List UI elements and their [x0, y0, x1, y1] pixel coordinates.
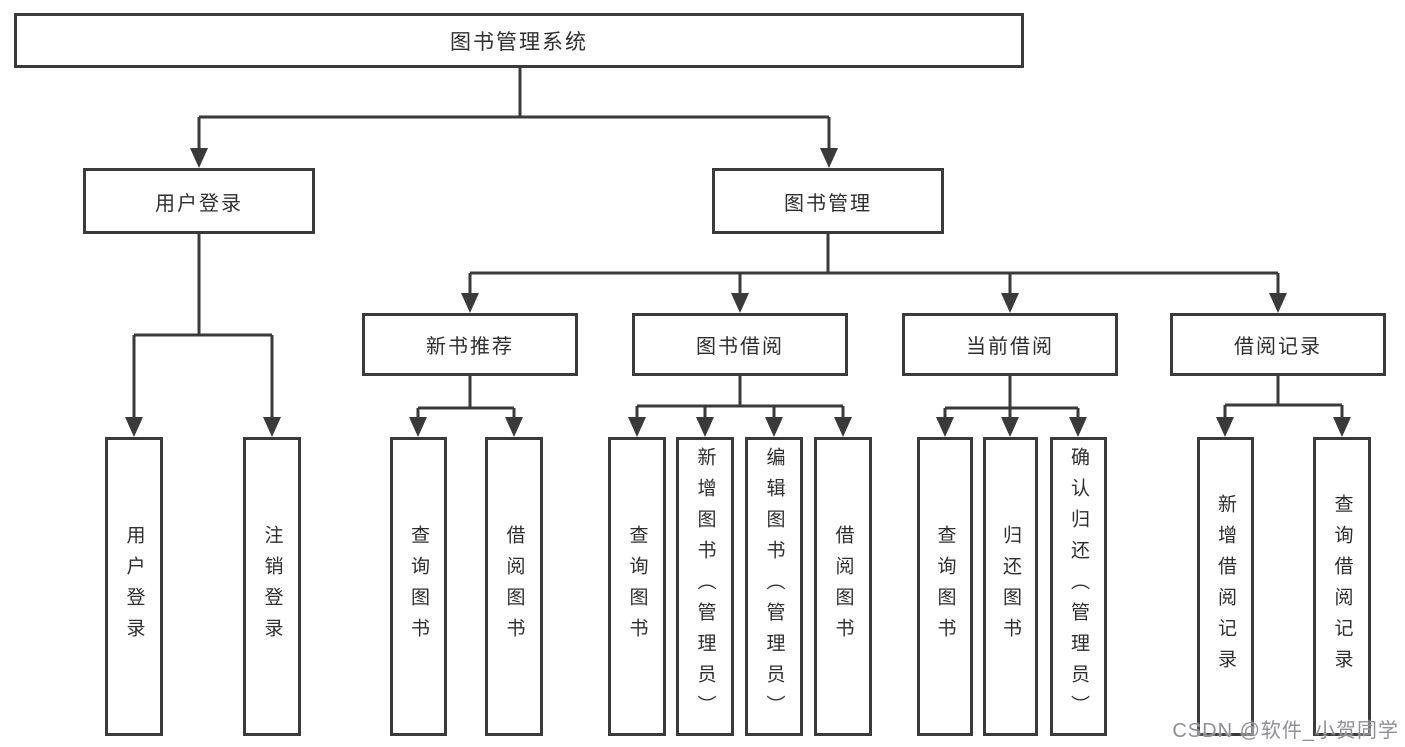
leaf-label: 确认归还（管理员） [1068, 447, 1089, 726]
leaf-label: 查询图书 [408, 524, 429, 649]
node-library-management-system: 图书管理系统 [14, 13, 1024, 68]
node-label: 当前借阅 [966, 336, 1054, 358]
node-label: 借阅记录 [1234, 336, 1322, 358]
node-label: 图书管理 [784, 192, 872, 215]
node-book-management: 图书管理 [712, 168, 944, 234]
leaf-add-books-admin: 新增图书（管理员） [676, 437, 734, 736]
node-label: 图书借阅 [696, 336, 784, 358]
leaf-edit-books-admin: 编辑图书（管理员） [745, 437, 803, 736]
leaf-logout: 注销登录 [243, 437, 301, 736]
leaf-label: 查询借阅记录 [1331, 493, 1353, 680]
leaf-label: 查询图书 [626, 524, 648, 649]
leaf-label: 归还图书 [1000, 524, 1021, 649]
node-current-borrowing: 当前借阅 [902, 313, 1118, 376]
leaf-label: 编辑图书（管理员） [763, 447, 785, 726]
leaf-query-books-recommend: 查询图书 [390, 437, 447, 736]
leaf-label: 借阅图书 [832, 524, 854, 649]
leaf-borrow-books-recommend: 借阅图书 [485, 437, 543, 736]
leaf-return-books: 归还图书 [983, 437, 1038, 736]
node-borrowing-records: 借阅记录 [1170, 313, 1386, 376]
csdn-watermark: CSDN @软件_小贺同学 [1172, 720, 1399, 742]
leaf-query-books-current: 查询图书 [917, 437, 973, 736]
leaf-user-login: 用户登录 [105, 437, 163, 736]
node-book-borrowing: 图书借阅 [632, 313, 848, 376]
leaf-label: 用户登录 [123, 524, 145, 649]
node-label: 图书管理系统 [450, 30, 588, 54]
leaf-label: 查询图书 [934, 524, 956, 649]
leaf-borrow-books: 借阅图书 [814, 437, 872, 736]
node-label: 用户登录 [155, 192, 243, 215]
leaf-label: 借阅图书 [503, 524, 525, 649]
node-new-book-recommendation: 新书推荐 [362, 313, 578, 376]
leaf-confirm-return-admin: 确认归还（管理员） [1050, 437, 1107, 736]
node-label: 新书推荐 [426, 336, 514, 358]
node-user-login: 用户登录 [83, 168, 315, 234]
leaf-label: 新增借阅记录 [1215, 493, 1236, 680]
leaf-label: 新增图书（管理员） [694, 447, 716, 726]
leaf-label: 注销登录 [261, 524, 283, 649]
leaf-add-borrow-record: 新增借阅记录 [1197, 437, 1254, 736]
leaf-query-borrow-record: 查询借阅记录 [1313, 437, 1371, 736]
leaf-query-books-borrow: 查询图书 [608, 437, 666, 736]
